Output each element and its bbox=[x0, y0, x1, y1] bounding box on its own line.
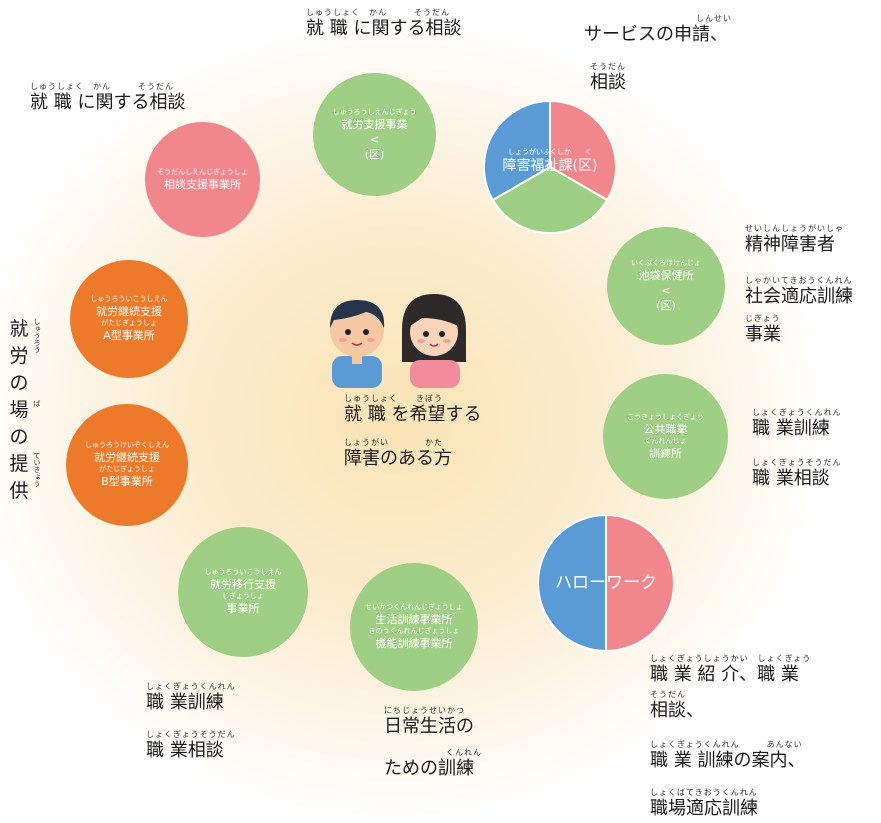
hellowork-label: ハローワーク bbox=[555, 573, 657, 593]
node-seikatsu-kunren: せいかつくんれんじぎょうしょ 生活訓練事業所 きのうくんれんじぎょうしょ 機能訓… bbox=[350, 563, 478, 691]
center-line2: しょうがい かた 障害のある方 bbox=[344, 438, 452, 469]
label-top-left: しゅうしょく かん そうだん 就 職 に関する相談 bbox=[30, 82, 186, 113]
node-sodan-shien: そうだんしえんじぎょうしょ 相談支援事業所 bbox=[145, 122, 260, 237]
label-br-1: しょくぎょうしょうかい しょくぎょう 職 業 紹 介、職 業 bbox=[650, 654, 812, 685]
label-bottom-center-1: にちじょうせいかつ 日常生活の bbox=[384, 706, 474, 737]
label-br-2: そうだん 相談、 bbox=[650, 690, 704, 721]
label-right-5: しょくぎょうそうだん 職 業相談 bbox=[752, 458, 842, 489]
label-top-center: しゅうしょく かん そうだん 就 職 に関する相談 bbox=[306, 8, 462, 39]
node-shogai-fukushi-pie bbox=[484, 99, 616, 234]
boy-icon bbox=[330, 300, 385, 388]
node-hellowork-pie bbox=[538, 515, 674, 651]
label-right-3: じぎょう 事業 bbox=[745, 314, 781, 345]
label-right-4: しょくぎょうくんれん 職 業訓練 bbox=[752, 408, 842, 439]
label-top-right-1: しんせい サービスの申請、 bbox=[584, 14, 732, 45]
label-top-right-2: そうだん 相談 bbox=[590, 62, 626, 93]
label-right-1: せいしんしょうがいしゃ 精神障害者 bbox=[745, 224, 844, 255]
job-seeker-illustration bbox=[330, 294, 466, 388]
node-a-type: しゅうろういこうしえん 就労継続支援 がたじぎょうしょ A型事業所 bbox=[70, 260, 188, 378]
node-kokyo-kunrenjo: こうきょうしょくぎょう 公共職業 くんれんじょ 訓練所 bbox=[603, 374, 728, 499]
node-iko-shien: しゅうろういこうしえん 就労移行支援 じぎょうしょ 事業所 bbox=[178, 527, 308, 657]
shogai-fukushi-label: しょうがいふくしか く 障害福祉課(区) bbox=[502, 148, 598, 174]
girl-icon bbox=[402, 294, 466, 388]
center-line1: しゅうしょく きぼう 就 職 を希望する bbox=[344, 394, 482, 425]
node-hokenjo: いくぶくろほけんじょ 池袋保健所 < (区) bbox=[607, 227, 725, 345]
label-right-2: しゃかいてきおうくんれん 社会適応訓練 bbox=[745, 276, 853, 307]
label-bottom-center-2: くんれん ための訓練 bbox=[384, 748, 482, 779]
label-bl-2: しょくぎょうそうだん 職 業相談 bbox=[146, 730, 236, 761]
label-bl-1: しょくぎょうくんれん 職 業訓練 bbox=[146, 682, 236, 713]
node-shuro-shien: しゅうろうしえんじぎょう 就労支援事業 < (区) bbox=[313, 73, 436, 196]
label-br-3: しょくぎょうくんれん あんない 職 業 訓練の案内、 bbox=[650, 740, 806, 771]
label-br-4: しょくばてきおうくんれん 職場適応訓練 bbox=[650, 788, 758, 819]
node-b-type: しゅうろうけいぞくしえん 就労継続支援 がたじぎょうしょ B型事業所 bbox=[66, 404, 188, 526]
